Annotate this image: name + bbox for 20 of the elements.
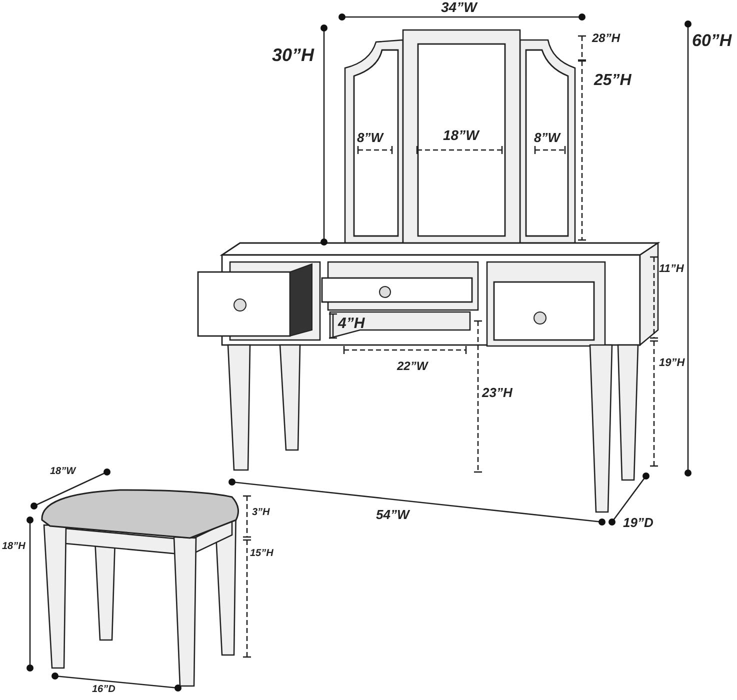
dimension-label: 18”W — [50, 467, 76, 477]
dimension-label: 18”W — [443, 128, 479, 142]
dimension-label: 30”H — [272, 46, 314, 64]
dimension-label: 19”D — [623, 516, 654, 529]
dimension-label: 54”W — [376, 508, 410, 521]
dimension-label: 15”H — [250, 549, 274, 559]
dimension-label: 3”H — [252, 508, 270, 518]
dimension-label: 22”W — [397, 360, 428, 372]
dimension-label: 28”H — [592, 32, 620, 44]
dimension-label: 8”W — [534, 131, 560, 144]
dimension-label: 19”H — [659, 358, 685, 369]
dimension-label: 4”H — [338, 316, 365, 331]
dimension-label: 23”H — [482, 386, 512, 399]
dimension-label: 60”H — [692, 32, 732, 49]
dimension-label: 25”H — [594, 73, 632, 89]
dimension-label: 34”W — [441, 0, 477, 14]
dimension-label: 16”D — [92, 685, 116, 695]
dimension-label: 18”H — [2, 542, 26, 552]
dimension-label: 11”H — [659, 264, 684, 275]
dimension-label: 8”W — [357, 131, 383, 144]
